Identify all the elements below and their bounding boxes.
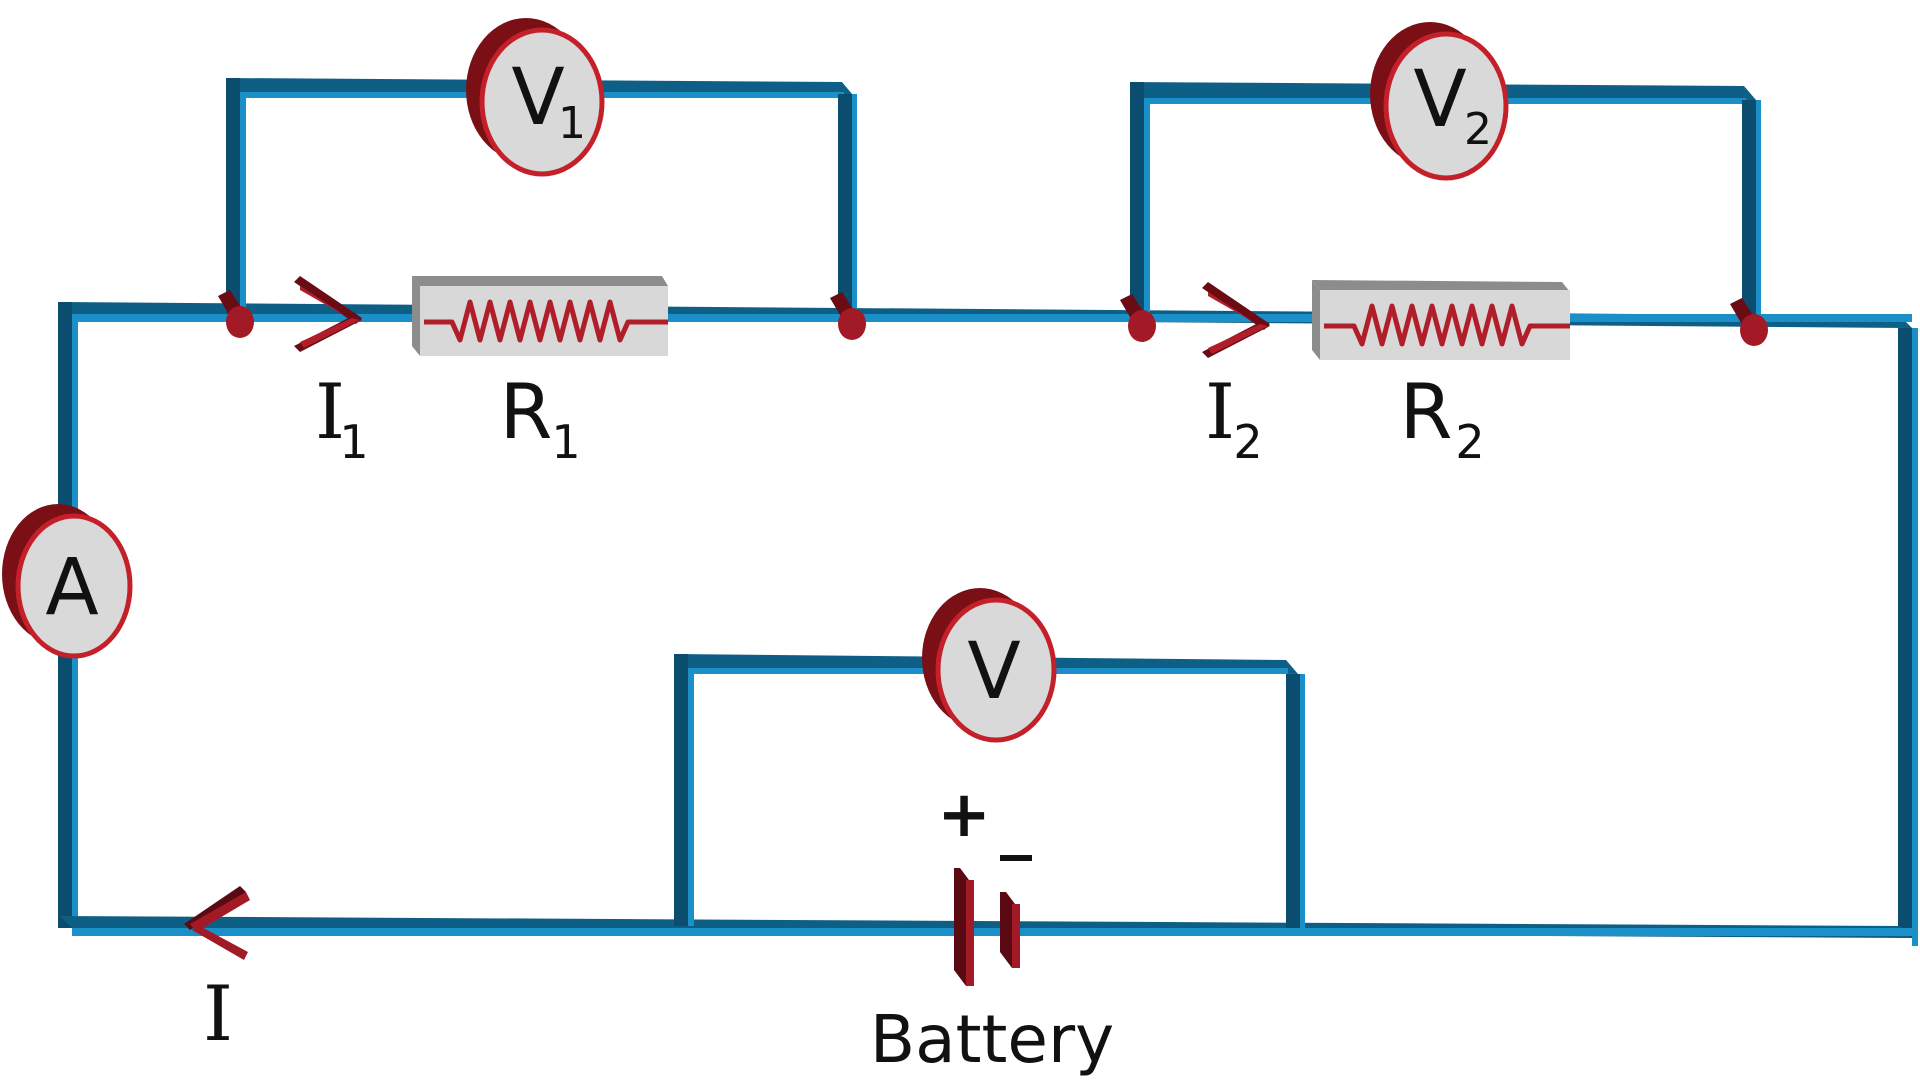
junctions bbox=[218, 290, 1768, 346]
junction-v2-right bbox=[1730, 298, 1768, 346]
voltmeter-v1-symbol: V bbox=[511, 53, 564, 143]
label-i1-subscript: 1 bbox=[339, 415, 368, 469]
ammeter[interactable]: A bbox=[2, 504, 133, 659]
resistor-r2[interactable] bbox=[1312, 280, 1570, 360]
resistor-r2-zigzag bbox=[1324, 303, 1570, 347]
label-r1-symbol: R bbox=[500, 367, 553, 456]
voltmeter-battery[interactable]: V bbox=[922, 588, 1057, 743]
voltmeter-v2-symbol: V bbox=[1413, 55, 1466, 145]
label-r2: R 2 bbox=[1400, 367, 1485, 469]
label-i2: I 2 bbox=[1205, 367, 1263, 469]
battery-negative-plate bbox=[1000, 892, 1020, 968]
label-i2-subscript: 2 bbox=[1233, 415, 1262, 469]
label-r1-subscript: 1 bbox=[551, 415, 580, 469]
arrow-i-total-icon bbox=[184, 886, 250, 960]
resistor-r1-zigzag bbox=[424, 299, 668, 343]
ammeter-symbol: A bbox=[45, 543, 98, 633]
voltmeter-v2-subscript: 2 bbox=[1464, 104, 1492, 155]
junction-v1-left bbox=[218, 290, 254, 338]
voltmeter-v1-subscript: 1 bbox=[558, 98, 586, 149]
label-r2-symbol: R bbox=[1400, 367, 1453, 456]
label-i-total: I bbox=[203, 969, 233, 1058]
arrow-i1-icon bbox=[294, 276, 362, 352]
arrow-i2-icon bbox=[1202, 282, 1270, 358]
label-i1-symbol: I bbox=[315, 367, 345, 456]
wires bbox=[58, 78, 1918, 946]
label-i-total-symbol: I bbox=[203, 969, 233, 1058]
junction-v1-right bbox=[830, 292, 866, 340]
battery[interactable] bbox=[954, 868, 1020, 986]
label-r1: R 1 bbox=[500, 367, 581, 469]
battery-positive-plate bbox=[954, 868, 974, 986]
label-r2-subscript: 2 bbox=[1455, 415, 1484, 469]
battery-minus-sign: _ bbox=[1000, 788, 1032, 862]
label-i1: I 1 bbox=[315, 367, 369, 469]
wire-right-vertical bbox=[1898, 328, 1918, 946]
junction-v2-left bbox=[1120, 294, 1156, 342]
battery-polarity: + _ bbox=[937, 778, 1032, 862]
label-i2-symbol: I bbox=[1205, 367, 1235, 456]
battery-label: Battery bbox=[870, 1001, 1114, 1078]
wire-main-bottom bbox=[60, 916, 1918, 938]
battery-plus-sign: + bbox=[937, 778, 991, 852]
voltmeter-v1[interactable]: V 1 bbox=[466, 18, 605, 177]
voltmeter-v2[interactable]: V 2 bbox=[1370, 22, 1509, 181]
voltmeter-battery-symbol: V bbox=[967, 627, 1020, 717]
resistor-r1[interactable] bbox=[412, 276, 668, 356]
